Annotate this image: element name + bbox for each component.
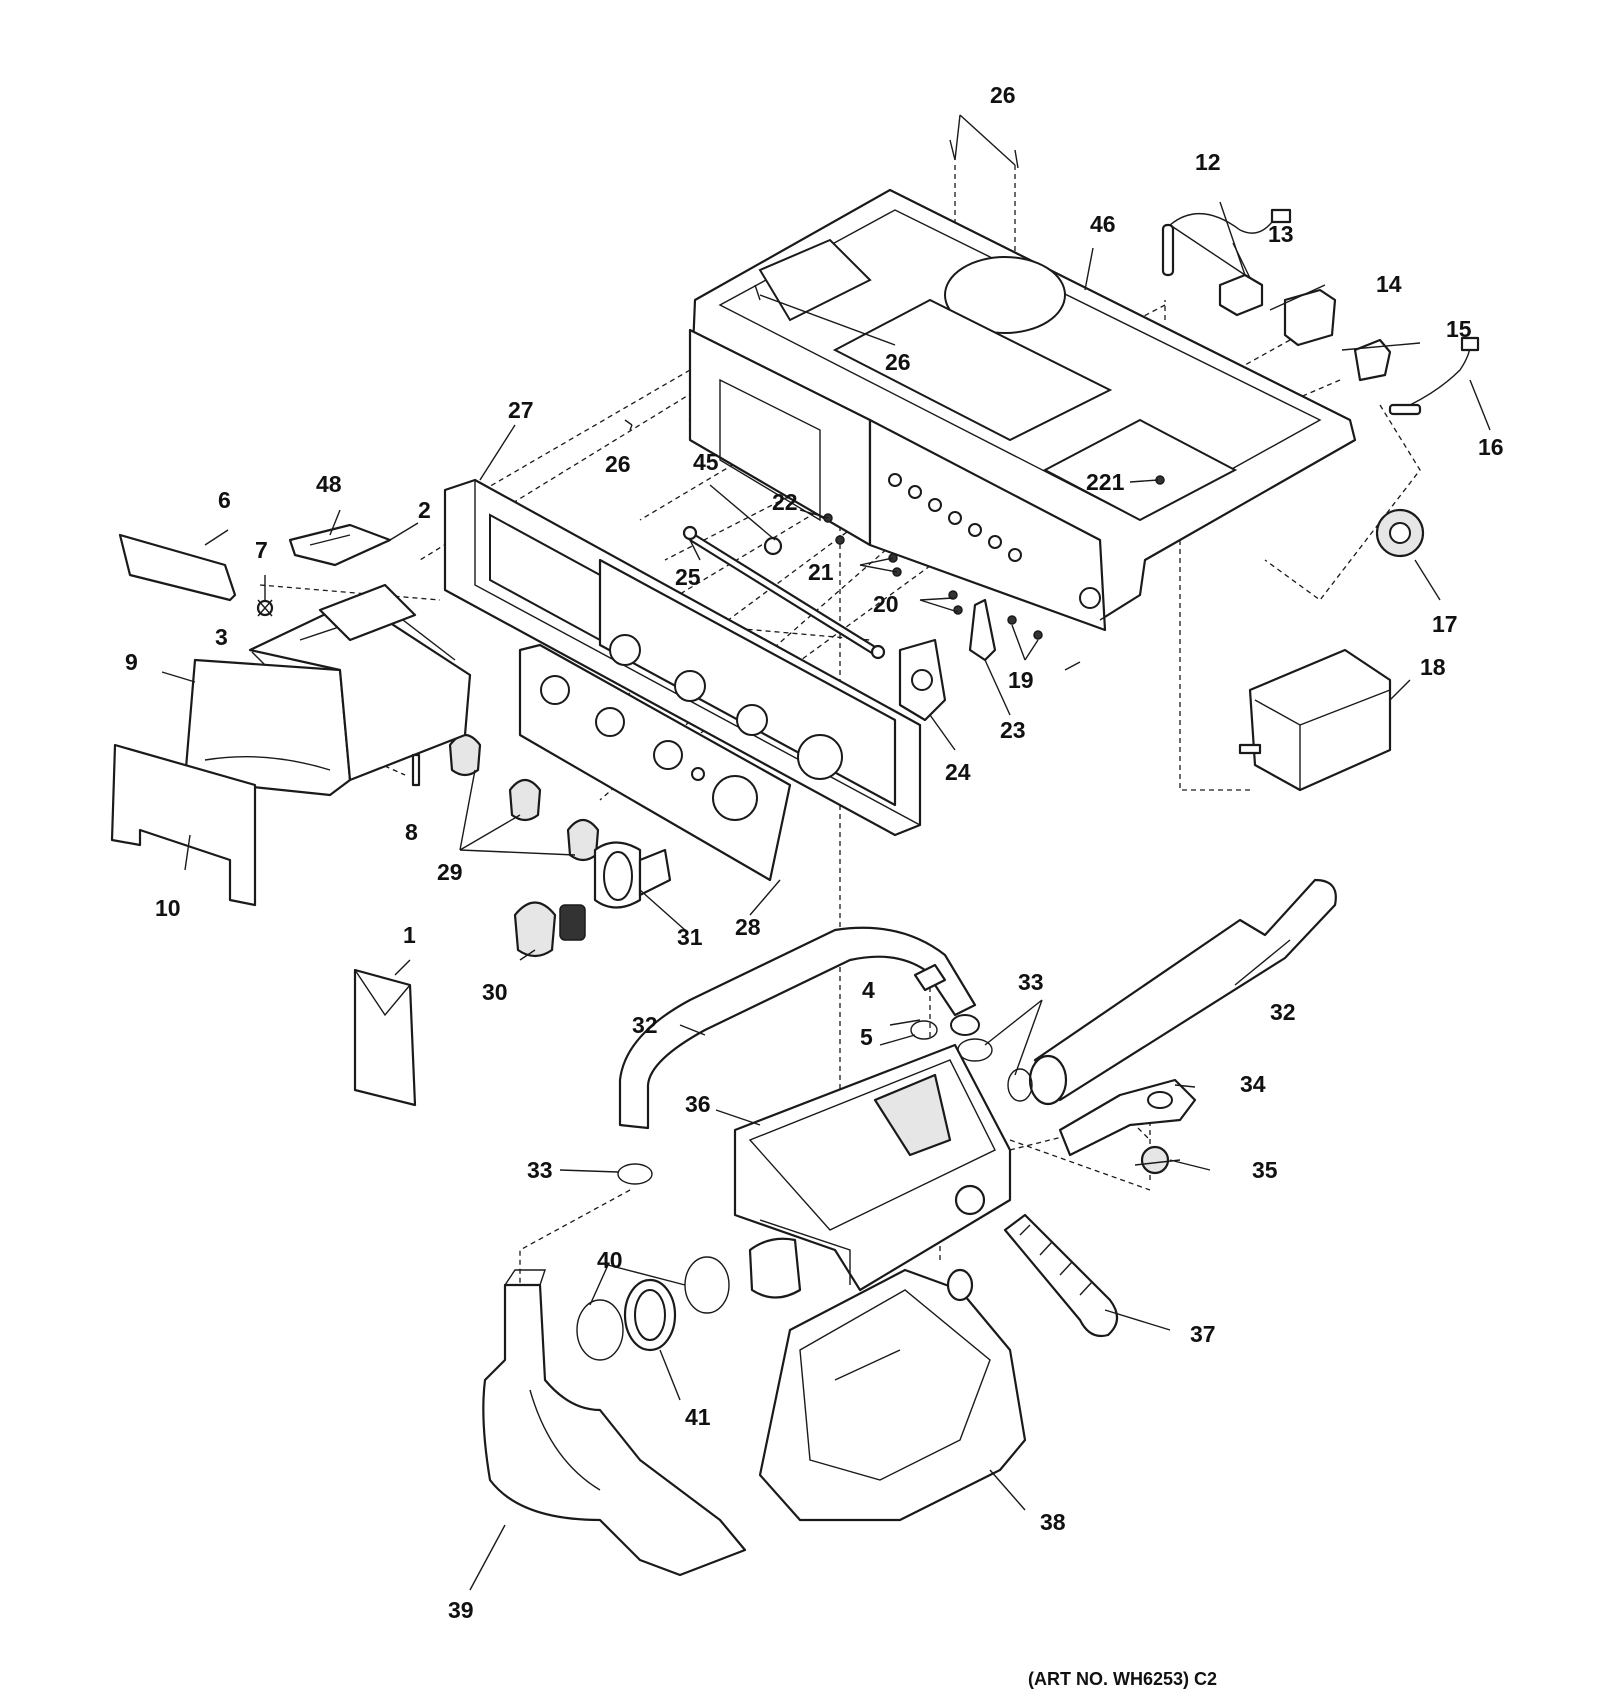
envelope xyxy=(353,968,417,1107)
front-panel xyxy=(443,478,922,837)
callout-32-left: 32 xyxy=(632,1012,658,1038)
callout-27: 27 xyxy=(508,397,534,423)
callout-9: 9 xyxy=(125,649,138,675)
callout-46: 46 xyxy=(1090,211,1116,237)
callout-13: 13 xyxy=(1268,221,1294,247)
callout-7: 7 xyxy=(255,537,268,563)
fasteners xyxy=(624,139,1165,671)
callout-29: 29 xyxy=(437,859,463,885)
callout-33-top: 33 xyxy=(1018,969,1044,995)
callout-23: 23 xyxy=(1000,717,1026,743)
callout-45: 45 xyxy=(693,449,719,475)
callout-26-mid: 26 xyxy=(885,349,911,375)
knobs xyxy=(448,733,600,862)
callout-17: 17 xyxy=(1432,611,1458,637)
callout-15: 15 xyxy=(1446,316,1472,342)
duct xyxy=(482,1269,747,1577)
callout-2: 2 xyxy=(418,497,431,523)
callout-39: 39 xyxy=(448,1597,474,1623)
callout-10: 10 xyxy=(155,895,181,921)
drain-valve xyxy=(1058,1078,1197,1175)
callout-4: 4 xyxy=(862,977,875,1003)
callout-16: 16 xyxy=(1478,434,1504,460)
callout-6: 6 xyxy=(218,487,231,513)
dispenser-housing xyxy=(733,1043,1012,1299)
callout-37: 37 xyxy=(1190,1321,1216,1347)
console-frame xyxy=(688,188,1357,632)
callout-20: 20 xyxy=(873,591,899,617)
callout-22: 22 xyxy=(772,489,798,515)
callout-numbers: 1 2 3 4 5 6 7 8 9 10 12 13 14 15 16 17 1… xyxy=(125,82,1504,1689)
callout-40: 40 xyxy=(597,1247,623,1273)
callout-38: 38 xyxy=(1040,1509,1066,1535)
callout-5: 5 xyxy=(860,1024,873,1050)
callout-leaders xyxy=(161,114,1491,1591)
control-overlay xyxy=(518,643,792,882)
callout-26-top: 26 xyxy=(990,82,1016,108)
callout-32-right: 32 xyxy=(1270,999,1296,1025)
callout-41: 41 xyxy=(685,1404,711,1430)
callout-8: 8 xyxy=(405,819,418,845)
callout-12: 12 xyxy=(1195,149,1221,175)
callout-28: 28 xyxy=(735,914,761,940)
brackets xyxy=(898,598,997,722)
dispenser-drawer xyxy=(118,523,472,797)
callout-48: 48 xyxy=(316,471,342,497)
clamps xyxy=(617,963,1033,1185)
timer-knob-assembly xyxy=(513,841,672,958)
art-number: (ART NO. WH6253) C2 xyxy=(1028,1669,1217,1689)
callout-34: 34 xyxy=(1240,1071,1266,1097)
callout-33-left: 33 xyxy=(527,1157,553,1183)
callout-3: 3 xyxy=(215,624,228,650)
callout-24: 24 xyxy=(945,759,971,785)
callout-19: 19 xyxy=(1008,667,1034,693)
callout-31: 31 xyxy=(677,924,703,950)
lower-housing xyxy=(758,1268,1027,1522)
callout-14: 14 xyxy=(1376,271,1402,297)
callout-35: 35 xyxy=(1252,1157,1278,1183)
callout-221: 221 xyxy=(1086,469,1125,495)
drawer-front-film xyxy=(110,743,257,907)
sensors-switches xyxy=(1161,208,1480,558)
hoses xyxy=(618,878,1337,1130)
motor xyxy=(1238,648,1392,792)
callout-25: 25 xyxy=(675,564,701,590)
callout-1: 1 xyxy=(403,922,416,948)
callout-26-left: 26 xyxy=(605,451,631,477)
callout-18: 18 xyxy=(1420,654,1446,680)
lid-rod xyxy=(682,525,886,660)
callout-30: 30 xyxy=(482,979,508,1005)
bellows xyxy=(576,1213,1119,1361)
callout-36: 36 xyxy=(685,1091,711,1117)
callout-21: 21 xyxy=(808,559,834,585)
